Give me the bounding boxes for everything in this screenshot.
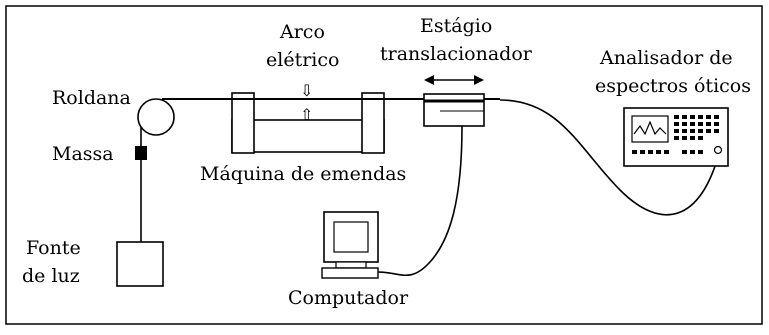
arc-arrow-up-icon: ⇧ xyxy=(300,105,313,124)
optical-fiber-to-analyzer xyxy=(499,99,721,216)
stage-label-line2: translacionador xyxy=(380,43,533,65)
translation-stage-box xyxy=(423,93,485,127)
analyzer-label-line1: Analisador de xyxy=(599,47,733,69)
arc-label-line1: Arco xyxy=(279,21,325,43)
arc-label-line2: elétrico xyxy=(266,49,339,71)
stage-to-computer-cable xyxy=(377,125,463,277)
light-source-label-line2: de luz xyxy=(22,265,80,287)
diagram-frame xyxy=(5,5,763,325)
splicer-left-clamp xyxy=(231,92,255,154)
mass-block-icon xyxy=(135,146,147,160)
splicer-right-clamp xyxy=(361,92,385,154)
mass-label: Massa xyxy=(52,143,114,165)
pulley-icon xyxy=(137,98,175,136)
stage-label-line1: Estágio xyxy=(420,15,492,37)
light-source-label-line1: Fonte xyxy=(26,237,81,259)
computer-label: Computador xyxy=(288,287,409,309)
arc-arrow-down-icon: ⇩ xyxy=(300,81,313,100)
splicer-base xyxy=(231,119,385,153)
light-source-box xyxy=(116,241,164,287)
computer-icon xyxy=(321,211,379,279)
spectrum-analyzer-icon xyxy=(623,107,729,167)
splicer-label: Máquina de emendas xyxy=(200,163,406,185)
analyzer-label-line2: espectros óticos xyxy=(595,75,751,97)
pulley-label: Roldana xyxy=(52,87,131,109)
stage-double-arrow-icon xyxy=(424,75,484,85)
